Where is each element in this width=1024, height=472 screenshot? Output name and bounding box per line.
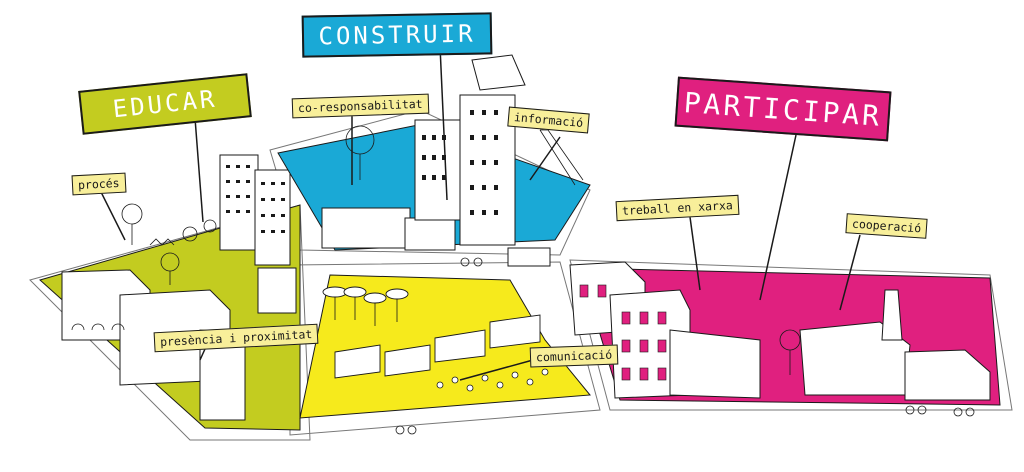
construir-sign-label: CONSTRUIR: [318, 20, 476, 51]
tag-proces: procés: [72, 173, 127, 196]
tag-comunicacio: comunicació: [530, 344, 619, 367]
participar-sign-label: PARTICIPAR: [683, 86, 883, 133]
construir-sign: CONSTRUIR: [302, 12, 493, 57]
educar-zone: [40, 155, 300, 430]
educar-sign-label: EDUCAR: [111, 85, 218, 124]
